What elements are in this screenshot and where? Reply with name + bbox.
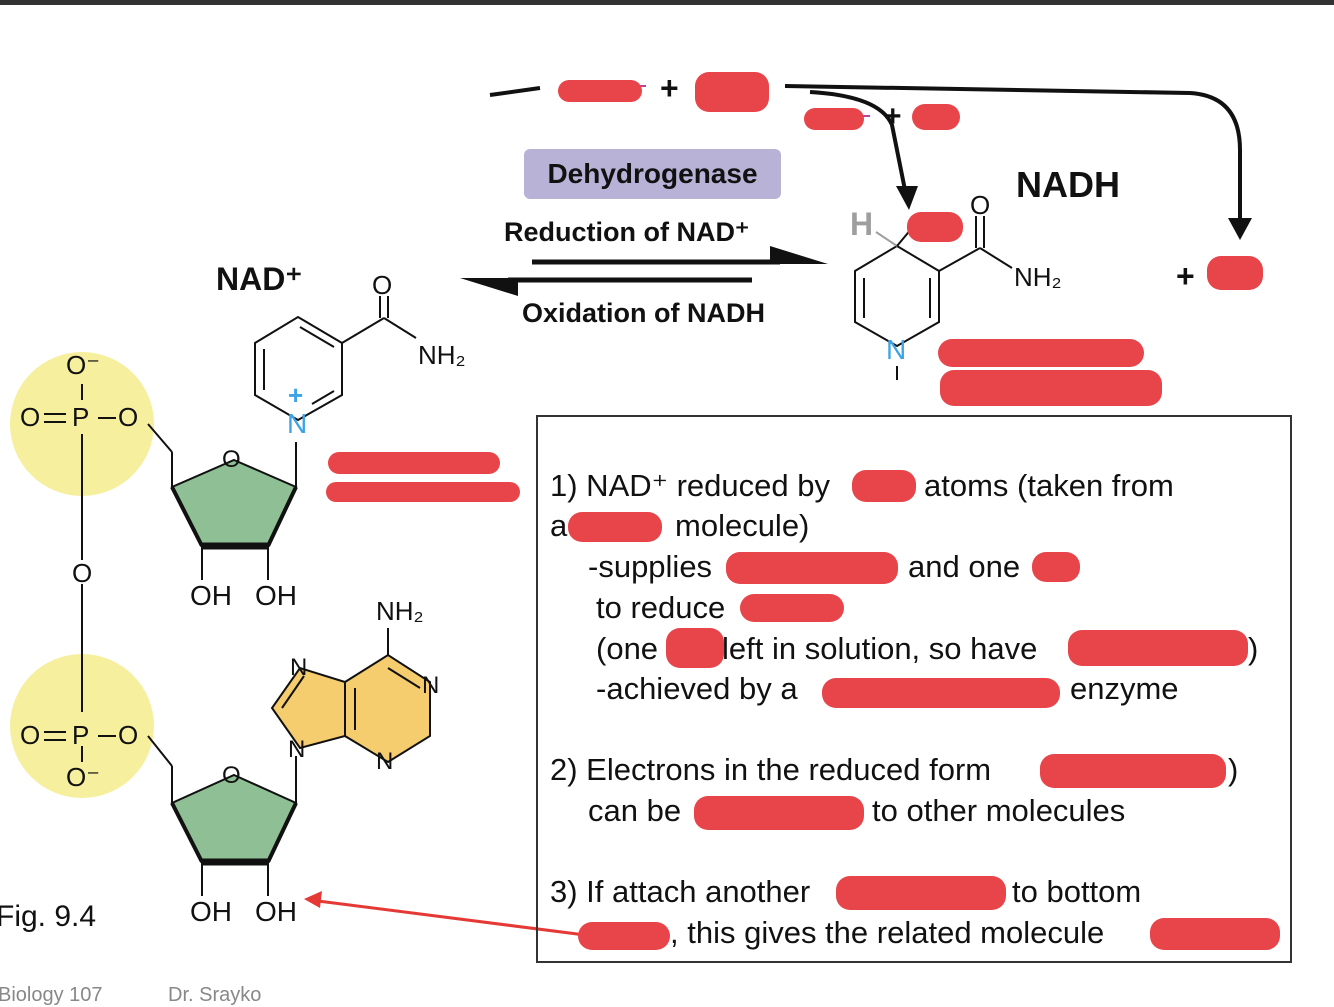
oxygen-atom: O: [970, 190, 991, 220]
note-line: ): [1248, 631, 1259, 666]
note-line: -supplies: [588, 549, 713, 584]
note-line: atoms (taken from: [924, 468, 1174, 503]
redaction: [558, 80, 642, 102]
amine-group: NH₂: [376, 596, 424, 626]
redaction: [694, 796, 864, 830]
note-line: 3) If attach another: [550, 874, 811, 909]
note-line: can be: [588, 793, 682, 828]
hydroxyl-group: OH: [190, 896, 232, 927]
footer-course: Biology 107: [0, 984, 103, 1006]
note-line: 1) NAD⁺ reduced by: [550, 468, 830, 503]
nitrogen-atom: N: [288, 736, 306, 763]
arrow-head-right: [1228, 218, 1252, 240]
phosphate-oxygen: O: [20, 720, 41, 750]
bridge-oxygen: O: [72, 558, 93, 588]
redaction: [1150, 918, 1280, 950]
redaction: [940, 370, 1162, 406]
nadh-title: NADH: [1016, 164, 1120, 205]
enzyme-label: Dehydrogenase: [524, 149, 781, 199]
nad-plus-title: NAD⁺: [216, 261, 303, 297]
nitrogen-atom-charged: N: [287, 408, 308, 439]
phosphate-oxygen-minus: O⁻: [66, 762, 100, 792]
plus-sign: +: [660, 70, 679, 106]
hydroxyl-group: OH: [190, 580, 232, 611]
nicotinamide-ring-oxidized: [254, 296, 417, 422]
reaction-arrows: [460, 246, 828, 296]
footer-instructor: Dr. Srayko: [168, 984, 262, 1006]
note-line: , this gives the related molecule: [670, 915, 1105, 950]
plus-sign: +: [1176, 258, 1195, 294]
hydrogen-atom: H: [850, 206, 874, 242]
note-line: to other molecules: [872, 793, 1126, 828]
redaction: [578, 922, 670, 950]
reduction-label: Reduction of NAD⁺: [504, 217, 750, 247]
note-line: enzyme: [1070, 671, 1179, 706]
arrow-head-down: [896, 186, 918, 210]
charge-plus: +: [288, 380, 304, 410]
phosphorus-atom: P: [72, 720, 90, 750]
phosphate-highlight-top: [10, 352, 154, 496]
note-line: molecule): [675, 508, 810, 543]
redaction: [328, 452, 500, 474]
redaction: [695, 72, 769, 112]
nitrogen-atom: N: [376, 748, 394, 775]
adenine-base: [270, 628, 431, 764]
phosphate-highlight-bottom: [10, 654, 154, 798]
note-line: -achieved by a: [596, 671, 798, 706]
note-line: and one: [908, 549, 1021, 584]
notes-box: [536, 415, 1292, 963]
note-line: to bottom: [1012, 874, 1142, 909]
redaction: [804, 108, 864, 130]
nitrogen-atom: N: [290, 654, 308, 681]
redaction: [1068, 630, 1248, 666]
hydroxyl-group: OH: [255, 580, 297, 611]
redaction: [912, 104, 960, 130]
note-line: 2) Electrons in the reduced form: [550, 752, 992, 787]
redaction: [726, 552, 898, 584]
phosphate-backbone: [44, 384, 116, 762]
nitrogen-atom: N: [422, 672, 440, 699]
note-line: left in solution, so have: [722, 631, 1038, 666]
redaction: [822, 678, 1060, 708]
nitrogen-atom: N: [886, 334, 907, 365]
oxidation-label: Oxidation of NADH: [522, 298, 765, 328]
redaction: [1040, 754, 1226, 788]
oxygen-atom: O: [222, 762, 241, 789]
redaction: [326, 482, 520, 502]
phosphate-oxygen-minus: O⁻: [66, 350, 100, 380]
redaction: [1032, 552, 1080, 582]
redaction: [907, 212, 963, 242]
note-line: a: [550, 508, 568, 543]
note-line: to reduce: [596, 590, 726, 625]
red-pointer-arrow: [304, 891, 586, 937]
top-border: [0, 0, 1334, 5]
redaction: [740, 594, 844, 622]
plus-sign: +: [884, 100, 902, 133]
phosphate-oxygen: O: [118, 402, 139, 432]
figure-label: Fig. 9.4: [0, 900, 97, 933]
amine-group: NH₂: [1014, 262, 1062, 292]
hydrogen-transfer-arrows: [489, 84, 1242, 220]
redaction: [666, 628, 724, 668]
hydroxyl-group: OH: [255, 896, 297, 927]
redaction: [1207, 256, 1263, 290]
oxygen-atom: O: [372, 270, 393, 300]
phosphorus-atom: P: [72, 402, 90, 432]
ribose-bottom: [147, 735, 298, 896]
phosphate-oxygen: O: [20, 402, 41, 432]
redaction: [568, 512, 662, 542]
ribose-top: [147, 423, 298, 580]
note-line: ): [1228, 752, 1239, 787]
redaction: [938, 339, 1144, 367]
redaction: [852, 470, 916, 502]
redaction: [836, 876, 1006, 910]
phosphate-oxygen: O: [118, 720, 139, 750]
note-line: (one: [596, 631, 659, 666]
amine-group: NH₂: [418, 340, 466, 370]
oxygen-atom: O: [222, 446, 241, 473]
